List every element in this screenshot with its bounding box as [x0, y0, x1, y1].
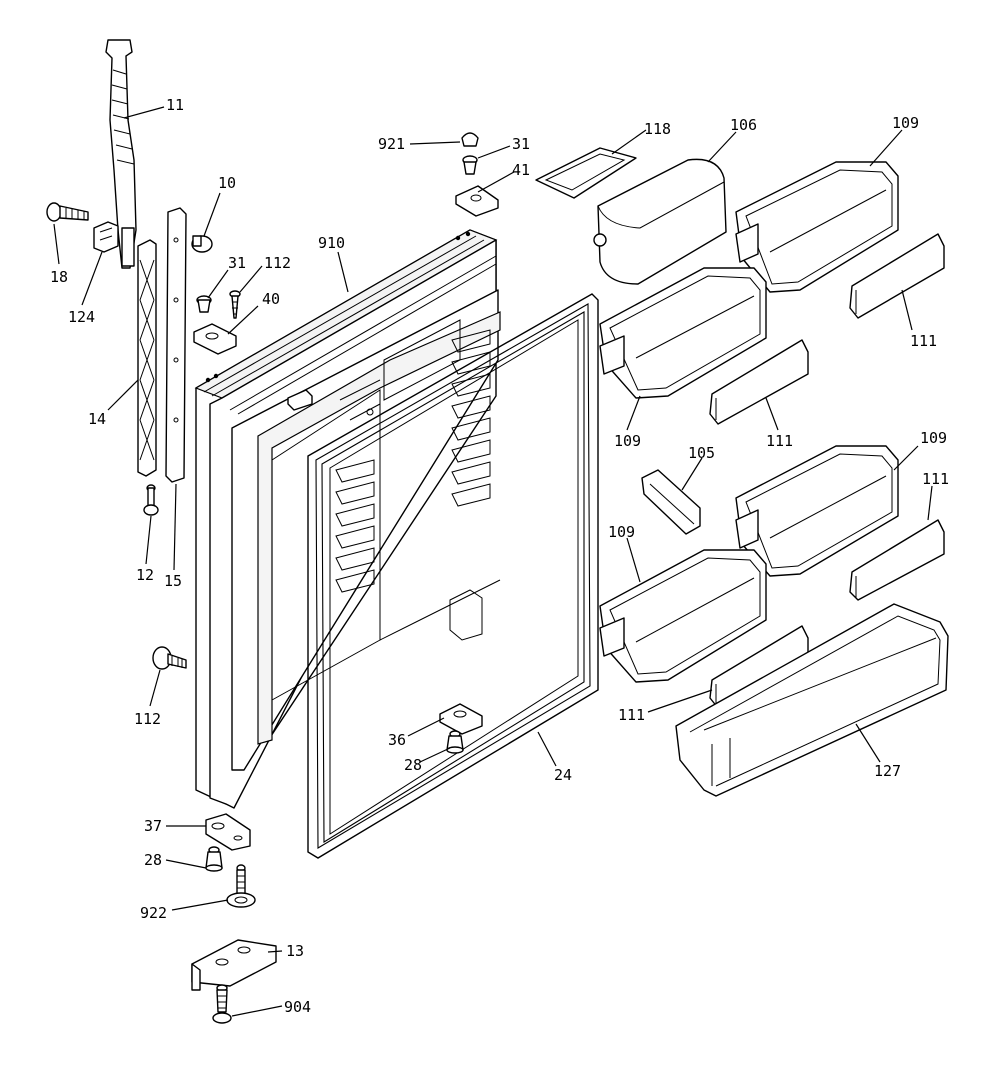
- callout-111-lower-right: 111: [922, 470, 949, 488]
- bin-rail-111a: [849, 233, 945, 319]
- callout-40: 40: [262, 290, 280, 308]
- callout-18: 18: [50, 268, 68, 286]
- plate-36: [439, 703, 483, 735]
- callout-111-lower-left: 111: [618, 706, 645, 724]
- door-outer-shell-910: [194, 229, 501, 809]
- callout-28-lower-left: 28: [144, 851, 162, 869]
- plate-40: [193, 323, 237, 355]
- hinge-bracket-14: [137, 239, 157, 477]
- callout-921: 921: [378, 135, 405, 153]
- callout-11: 11: [166, 96, 184, 114]
- tray-118: [535, 147, 637, 199]
- leader-lines: [53, 106, 933, 1017]
- callout-106: 106: [730, 116, 757, 134]
- bottom-bin-127: [675, 603, 949, 797]
- bushing-31b: [462, 155, 478, 175]
- callout-111-top-right: 111: [910, 332, 937, 350]
- bolt-922: [226, 864, 256, 908]
- callout-31-upper-center: 31: [512, 135, 530, 153]
- divider-105: [641, 469, 701, 535]
- callout-28-center: 28: [404, 756, 422, 774]
- callout-24: 24: [554, 766, 572, 784]
- callout-105: 105: [688, 444, 715, 462]
- callout-922: 922: [140, 904, 167, 922]
- callout-labels: 11 10 18 124 31 112 40 14 12 15 112 921 …: [50, 96, 949, 1016]
- callout-127: 127: [874, 762, 901, 780]
- bushing-31a: [196, 295, 212, 313]
- callout-109-lower-left: 109: [608, 523, 635, 541]
- callout-112-upper: 112: [264, 254, 291, 272]
- door-liner-ribs-left: [335, 459, 375, 593]
- clip-124: [93, 221, 119, 253]
- pin-12: [143, 484, 159, 516]
- callout-118: 118: [644, 120, 671, 138]
- screw-904: [212, 984, 232, 1024]
- callout-36: 36: [388, 731, 406, 749]
- callout-12: 12: [136, 566, 154, 584]
- callout-109-upper-left: 109: [614, 432, 641, 450]
- callout-41: 41: [512, 161, 530, 179]
- bushing-28a: [446, 730, 464, 754]
- callout-10: 10: [218, 174, 236, 192]
- top-hinge-handle: [105, 39, 137, 269]
- plate-41: [455, 185, 499, 217]
- door-bin-109d: [599, 549, 767, 683]
- bracket-37: [205, 813, 251, 851]
- callout-109-top-right: 109: [892, 114, 919, 132]
- door-gasket-24: [307, 293, 599, 859]
- lower-hinge-13: [191, 939, 277, 991]
- door-bin-109b: [599, 267, 767, 399]
- callout-37: 37: [144, 817, 162, 835]
- plug-10: [191, 235, 213, 253]
- callout-31-upper-left: 31: [228, 254, 246, 272]
- bin-rail-111c: [849, 519, 945, 601]
- dairy-cover-106: [593, 158, 727, 285]
- callout-112-lower: 112: [134, 710, 161, 728]
- callout-15: 15: [164, 572, 182, 590]
- callout-14: 14: [88, 410, 106, 428]
- screw-112b: [152, 646, 187, 670]
- callout-13: 13: [286, 942, 304, 960]
- bushing-28b: [205, 846, 223, 872]
- cap-921: [461, 132, 479, 147]
- bin-rail-111b: [709, 339, 809, 425]
- trim-strip-15: [165, 207, 187, 483]
- callout-124: 124: [68, 308, 95, 326]
- callout-904: 904: [284, 998, 311, 1016]
- screw-18: [46, 202, 89, 222]
- callout-910: 910: [318, 234, 345, 252]
- callout-111-upper-left: 111: [766, 432, 793, 450]
- callout-109-lower-right: 109: [920, 429, 947, 447]
- screw-112a: [229, 290, 241, 319]
